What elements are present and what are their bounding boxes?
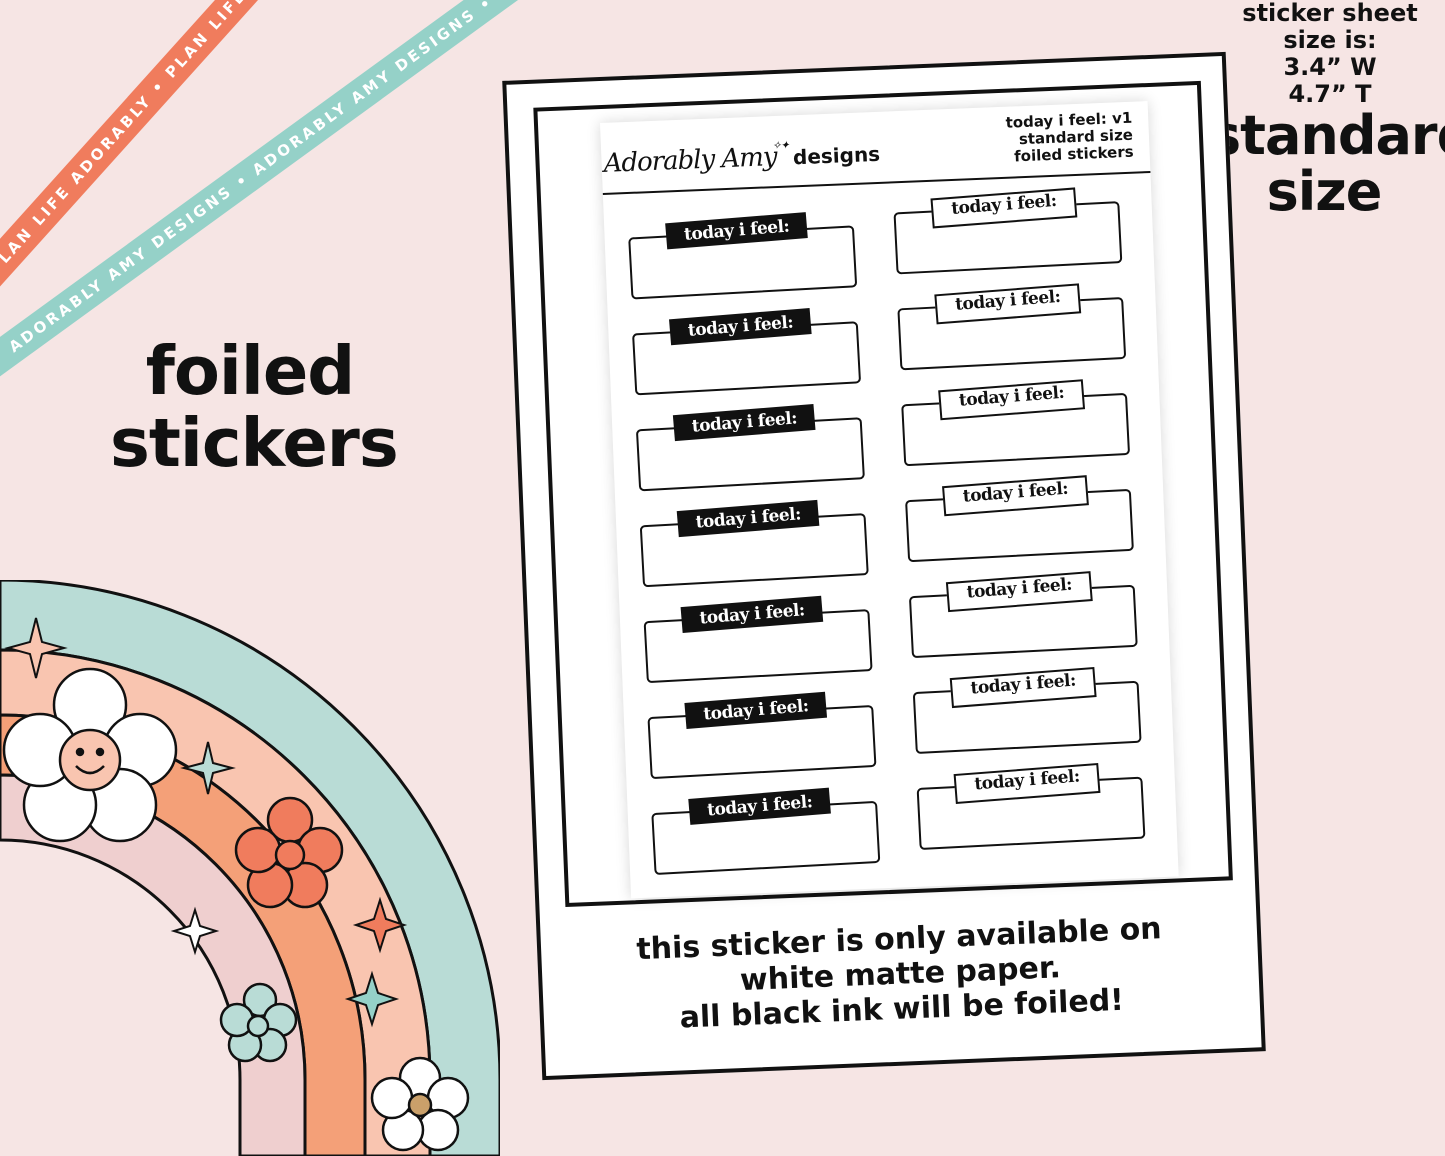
brand-logo: Adorably Amy✧✦designs [603,138,881,179]
spec-line: size is: [1283,26,1377,54]
sticker-tag: today i feel: [942,475,1090,517]
sticker-tag: today i feel: [684,691,828,729]
sticker-outlined-label: today i feel: [916,762,1146,850]
sticker-filled-label: today i feel: [647,691,877,780]
title-line: foiled [145,332,356,410]
sticker-outlined-label: today i feel: [897,283,1127,371]
sticker-tag: today i feel: [934,283,1082,325]
sparkle-icon [344,970,400,1028]
size-line: standard [1209,104,1445,167]
sticker-outlined-label: today i feel: [912,666,1142,755]
sparkle-icon [352,896,408,954]
sheet-size-spec: sticker sheet size is: 3.4” W 4.7” T [1215,0,1445,108]
sheet-meta: today i feel: v1 standard size foiled st… [1005,109,1134,166]
meta-line: foiled stickers [1013,142,1134,166]
brand-sub: designs [792,141,881,170]
sticker-filled-label: today i feel: [651,787,881,876]
sticker-filled-label: today i feel: [632,307,862,396]
sticker-tag: today i feel: [953,762,1101,804]
sticker-outlined-label: today i feel: [893,187,1123,275]
sticker-tag: today i feel: [938,379,1086,421]
sticker-tag: today i feel: [676,499,820,538]
sticker-outlined-label: today i feel: [908,571,1138,659]
sticker-filled-label: today i feel: [643,595,873,684]
sticker-tag: today i feel: [672,403,816,442]
sticker-outlined-label: today i feel: [905,475,1134,563]
title-line: stickers [110,404,399,482]
flower-icon [219,982,298,1063]
spec-line: 4.7” T [1288,80,1372,108]
flower-icon [370,1056,470,1152]
sticker-tag: today i feel: [669,307,813,346]
sheet-frame: Adorably Amy✧✦designs today i feel: v1 s… [533,80,1233,908]
sticker-filled-label: today i feel: [639,499,869,588]
flower-icon [234,796,344,909]
sticker-filled-label: today i feel: [635,403,865,492]
smiley-flower-icon [2,667,178,843]
sticker-tag: today i feel: [930,187,1078,229]
spec-line: sticker sheet [1242,0,1418,27]
sheet-header: Adorably Amy✧✦designs today i feel: v1 s… [599,101,1151,195]
sticker-grid: today i feel: today i feel: today i feel: t… [628,187,1148,876]
product-card: Adorably Amy✧✦designs today i feel: v1 s… [502,51,1266,1081]
sparkle-icon [180,741,236,795]
sparkle-icon: ✧✦ [771,138,789,153]
sticker-tag: today i feel: [949,666,1098,709]
foiled-stickers-title: foiled stickers [110,332,399,482]
sticker-tag: today i feel: [665,212,809,250]
sticker-filled-label: today i feel: [628,212,858,300]
sticker-sheet: Adorably Amy✧✦designs today i feel: v1 s… [599,101,1179,899]
paper-notice: this sticker is only available on white … [541,907,1261,1041]
rainbow-illustration [0,580,500,1156]
spec-line: 3.4” W [1283,53,1377,81]
sticker-outlined-label: today i feel: [901,379,1131,467]
sticker-tag: today i feel: [945,571,1094,613]
sparkle-icon [4,617,68,679]
standard-size-label: standard size [1209,104,1445,223]
size-line: size [1266,160,1383,223]
brand-name: Adorably Amy [603,141,778,179]
sticker-tag: today i feel: [688,787,832,825]
sparkle-icon [170,906,220,956]
sticker-tag: today i feel: [680,595,824,634]
